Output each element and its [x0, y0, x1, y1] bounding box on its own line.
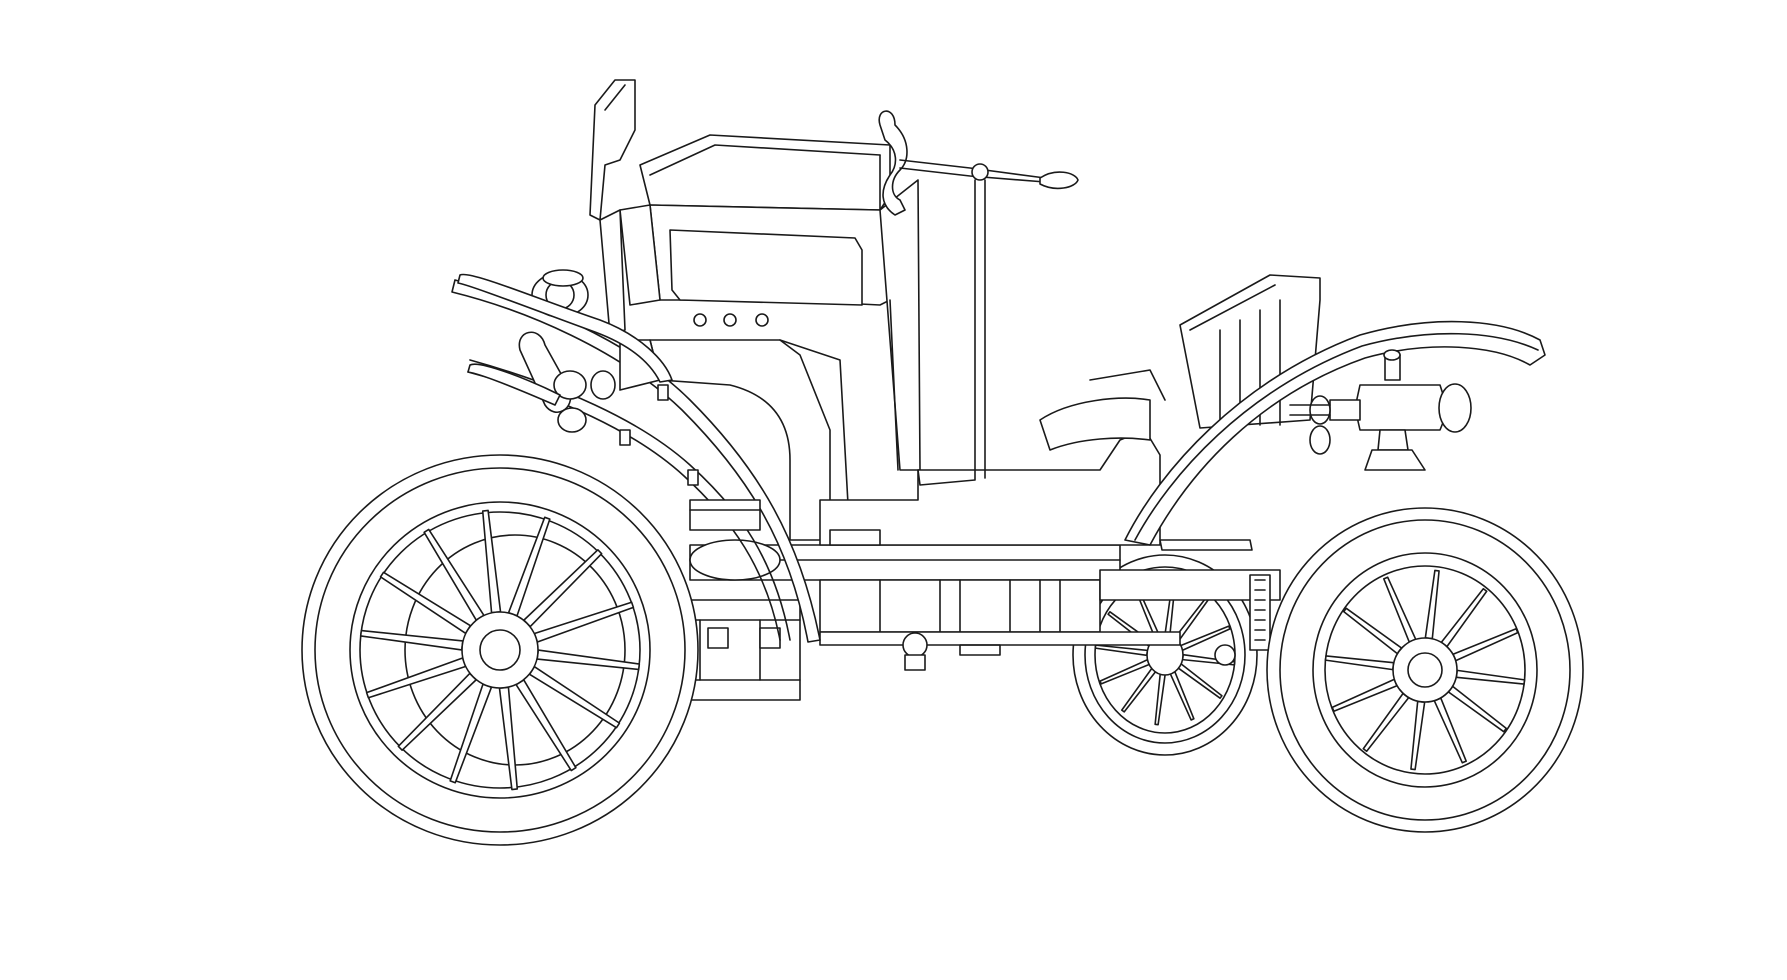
rear-wheel-spokes — [361, 510, 640, 789]
rear-lamp-assembly — [458, 270, 698, 485]
far-front-wheel-spokes — [1095, 585, 1234, 724]
chassis-frame — [680, 540, 1280, 700]
steering-tiller — [879, 111, 1078, 485]
front-fender — [1125, 322, 1545, 550]
car-body — [620, 135, 1320, 545]
rear-wheel — [302, 455, 698, 845]
front-lamp-assembly — [1290, 350, 1471, 470]
seat-backrest — [590, 80, 635, 335]
front-wheel — [1267, 508, 1583, 832]
